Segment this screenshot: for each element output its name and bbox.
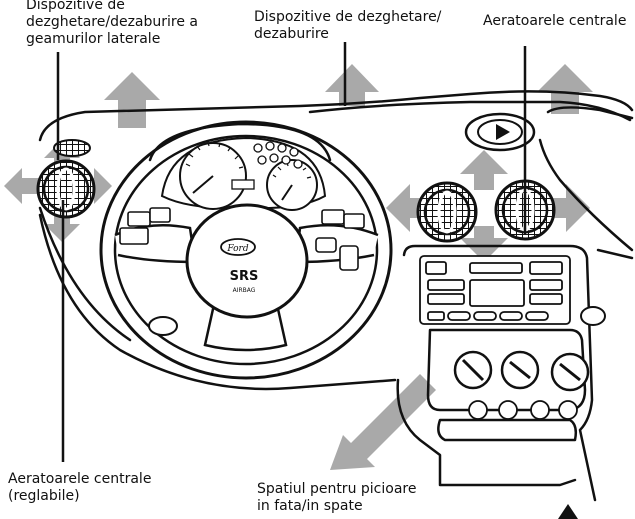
glovebox-edge: [596, 248, 634, 260]
label-central-vents: Aeratoarele centrale: [483, 13, 626, 30]
arrow-vents-up: [460, 150, 508, 190]
console-outline: [402, 244, 597, 502]
dash-lower-line: [38, 206, 132, 342]
arrow-side-window-right: [80, 168, 112, 204]
dash-lower-left: [38, 213, 397, 391]
label-line: (reglabile): [8, 488, 80, 504]
passenger-panel: [546, 106, 634, 120]
arrow-windscreen-left: [104, 72, 160, 128]
airflow-arrows: [4, 64, 593, 470]
right-switch-cluster: [315, 209, 365, 271]
dash-clock: [464, 112, 536, 152]
arrow-windscreen-center: [325, 64, 379, 106]
side-window-vent: [36, 139, 96, 219]
left-switch-cluster: [119, 207, 171, 245]
label-line: in fata/in spate: [257, 498, 363, 514]
console-panel: [426, 328, 587, 412]
label-line: Dispozitive de: [26, 0, 125, 13]
ignition-stalk: [148, 316, 178, 336]
arrow-vents-right: [540, 184, 590, 232]
label-line: Dispozitive de dezghetare/: [254, 9, 442, 25]
label-line: dezghetare/dezaburire a: [26, 14, 198, 30]
dashboard-inner-edge: [308, 100, 632, 122]
label-side-window-defrosters: Dispozitive de dezghetare/dezaburire a g…: [26, 0, 198, 48]
console-lower: [396, 378, 577, 487]
airbag-badge: SRS: [230, 269, 259, 284]
label-windscreen-defrosters: Dispozitive de dezghetare/ dezaburire: [254, 9, 441, 43]
arrow-footwell: [330, 374, 436, 470]
passenger-curve: [538, 138, 634, 252]
dashboard-top-edge: [38, 90, 634, 142]
airbag-cover: [185, 203, 309, 319]
ford-logo: [220, 238, 256, 256]
side-window-defrost-slot: [53, 139, 91, 157]
arrow-vents-left: [386, 184, 432, 232]
pointer-lines: [56, 42, 527, 462]
label-line: dezaburire: [254, 26, 329, 42]
label-adjustable-vents: Aeratoarele centrale (reglabile): [8, 471, 151, 505]
steering-wheel: [99, 120, 393, 380]
speedometer-needle: [192, 175, 214, 194]
label-line: Spatiul pentru picioare: [257, 481, 417, 497]
left-adjustable-vent: [36, 159, 96, 219]
dashboard-outline: [38, 90, 634, 502]
gauge-shroud: [148, 122, 332, 162]
label-line: geamurilor laterale: [26, 31, 161, 47]
bottom-arrow-marker: [558, 504, 578, 519]
label-footwell: Spatiul pentru picioare in fata/in spate: [257, 481, 416, 515]
wheel-rim-inner: [113, 134, 379, 366]
label-line: Aeratoarele centrale: [483, 13, 627, 29]
arrow-side-window-left: [4, 168, 46, 204]
climate-controls: [453, 350, 590, 420]
central-vent-left: [416, 181, 478, 243]
tachometer-needle: [281, 184, 293, 201]
radio-unit: [419, 255, 606, 326]
ford-logo-text: Ford: [226, 244, 248, 254]
warning-lights: [231, 141, 303, 190]
console-vent-bank: [437, 418, 578, 442]
wheel-rim-outer: [99, 120, 393, 380]
arrow-vents-down: [460, 226, 508, 262]
airbag-sub: AIRBAG: [233, 287, 256, 294]
label-line: Aeratoarele centrale: [8, 471, 152, 487]
console-buttons: [468, 400, 578, 420]
